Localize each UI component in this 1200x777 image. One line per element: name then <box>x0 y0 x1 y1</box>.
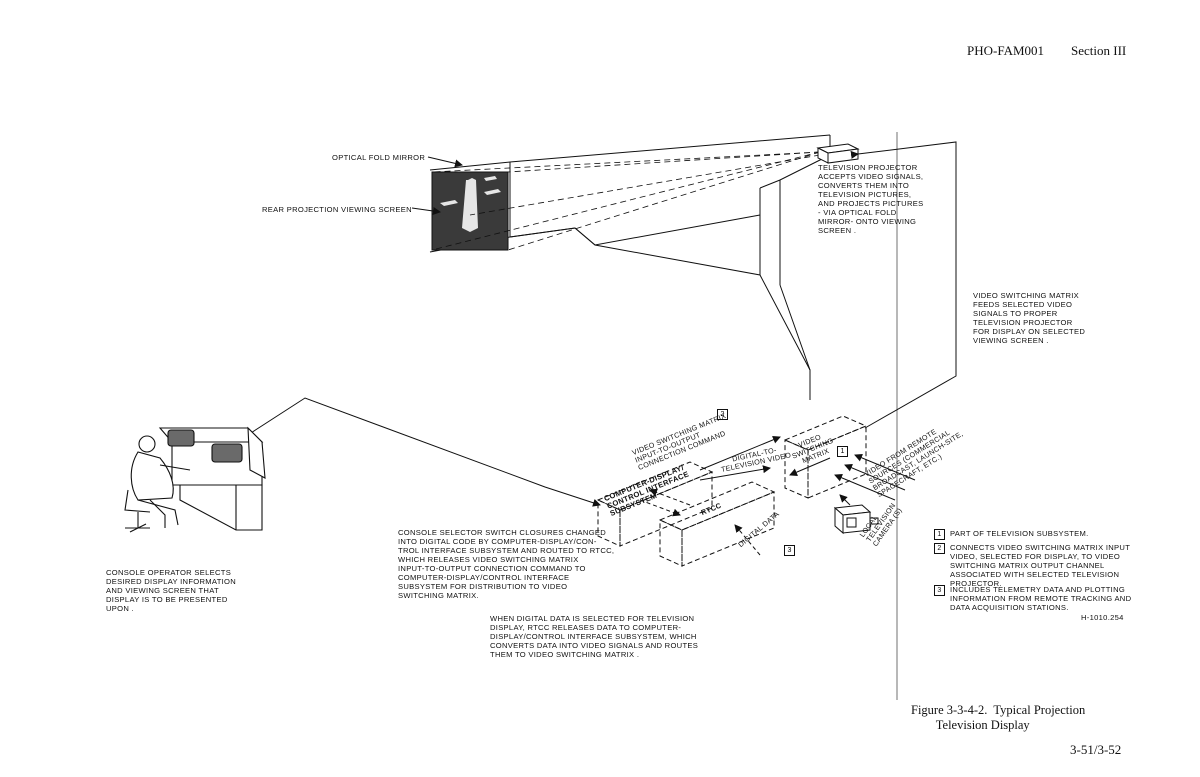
optical-fold-mirror-label: OPTICAL FOLD MIRROR <box>332 153 426 162</box>
console-operator-note: CONSOLE OPERATOR SELECTS DESIRED DISPLAY… <box>106 568 237 613</box>
internal-data-arrows <box>639 488 761 556</box>
figure-caption: Figure 3-3-4-2. Typical Projection Telev… <box>911 703 1086 732</box>
rtcc-box <box>658 481 776 567</box>
rocket-image <box>462 178 478 232</box>
console-signal-line <box>239 397 601 507</box>
legend-text: PART OF TELEVISION SUBSYSTEM. <box>950 529 1089 538</box>
console-desk <box>158 426 266 531</box>
vsm-feeds-note: VIDEO SWITCHING MATRIX FEEDS SELECTED VI… <box>973 291 1086 345</box>
digital-video-arrow <box>699 465 771 481</box>
doc-id: PHO-FAM001 <box>967 43 1045 58</box>
video-switching-matrix-box <box>783 415 868 499</box>
rear-projection-screen-label: REAR PROJECTION VIEWING SCREEN <box>262 205 412 214</box>
legend-text: INCLUDES TELEMETRY DATA AND PLOTTING INF… <box>950 585 1132 612</box>
ref-2-badge: 2 <box>717 409 728 420</box>
console-monitor-right <box>211 443 243 463</box>
section-label: Section III <box>1071 43 1127 58</box>
legend-item: 1 PART OF TELEVISION SUBSYSTEM. <box>934 529 1089 540</box>
tv-projector-note: TELEVISION PROJECTOR ACCEPTS VIDEO SIGNA… <box>818 163 924 235</box>
legend-number: 2 <box>934 543 945 554</box>
selector-switch-note: CONSOLE SELECTOR SWITCH CLOSURES CHANGED… <box>398 528 615 600</box>
console-monitor-left <box>167 429 195 447</box>
legend-item: 3 INCLUDES TELEMETRY DATA AND PLOTTING I… <box>934 585 1131 612</box>
legend-item: 2 CONNECTS VIDEO SWITCHING MATRIX INPUT … <box>934 543 1130 588</box>
legend-text: CONNECTS VIDEO SWITCHING MATRIX INPUT VI… <box>950 543 1131 588</box>
drawing-number: H-1010.254 <box>1081 613 1124 622</box>
console-operator <box>124 435 191 533</box>
legend-number: 3 <box>934 585 945 596</box>
cdci-to-vsm-command-arrow <box>699 435 781 471</box>
television-projector <box>816 143 860 164</box>
projection-rays <box>431 151 821 251</box>
remote-source-arrows <box>789 454 916 501</box>
page-number: 3-51/3-52 <box>1070 742 1122 757</box>
cdci-subsystem-box <box>596 461 714 547</box>
fold-mirror-leader <box>427 156 463 168</box>
vsm-to-projector-line <box>850 141 957 429</box>
digital-data-note: WHEN DIGITAL DATA IS SELECTED FOR TELEVI… <box>490 614 699 659</box>
ref-3-badge: 3 <box>784 545 795 556</box>
ref-1-badge: 1 <box>837 446 848 457</box>
screen-leader <box>411 207 441 215</box>
local-camera <box>833 494 879 535</box>
legend-number: 1 <box>934 529 945 540</box>
